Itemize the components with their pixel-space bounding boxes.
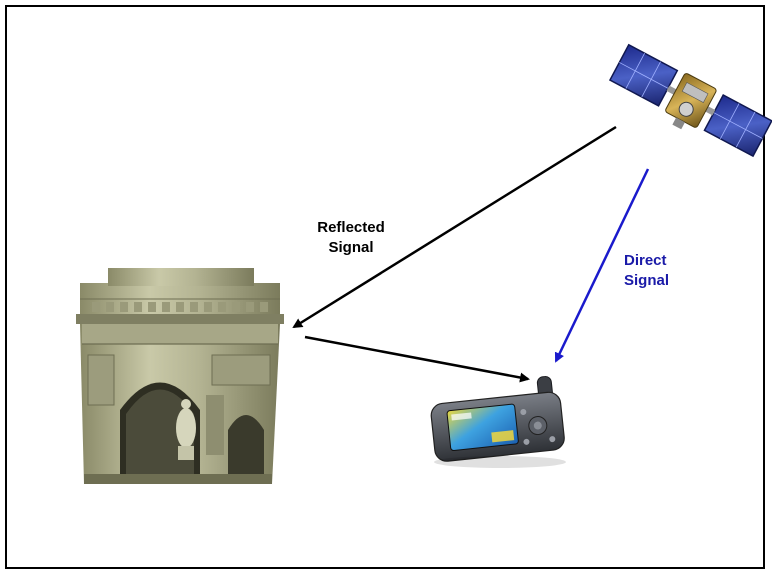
reflected-label-line1: Reflected: [317, 219, 385, 236]
reflected-signal-label: Reflected Signal: [303, 218, 399, 258]
direct-label-line1: Direct: [624, 252, 667, 269]
satellite-icon: [608, 43, 772, 158]
gps-receiver-icon: [430, 376, 566, 468]
arc-de-triomphe-icon: [76, 268, 284, 484]
reflected-signal-arrow-in: [292, 125, 617, 329]
direct-signal-arrow: [554, 168, 650, 363]
direct-signal-label: Direct Signal: [624, 251, 704, 291]
reflected-label-line2: Signal: [328, 239, 374, 256]
direct-label-line2: Signal: [624, 272, 670, 289]
reflected-signal-arrow-out: [304, 335, 530, 383]
